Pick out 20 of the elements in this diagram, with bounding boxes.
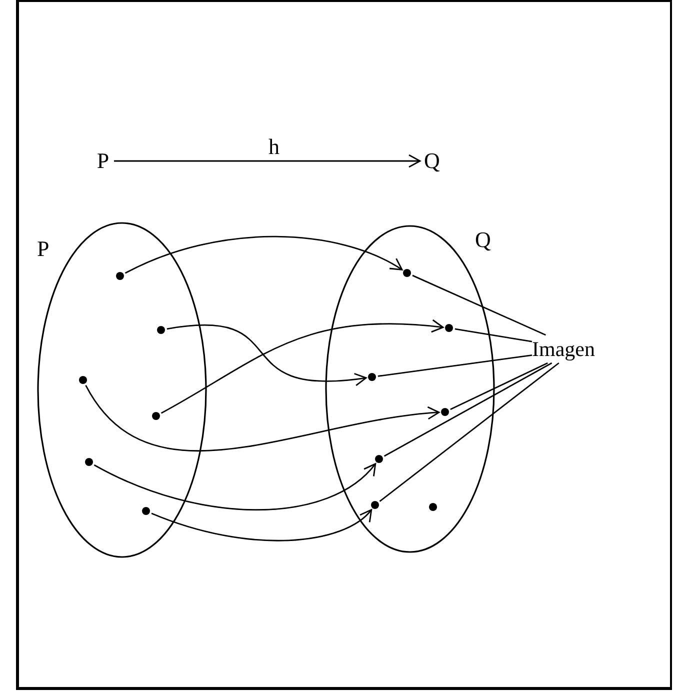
mapping-arrow bbox=[124, 236, 403, 274]
image-label: Imagen bbox=[532, 335, 622, 363]
mapping-arrow bbox=[114, 154, 421, 168]
mapping-arrow bbox=[94, 463, 376, 511]
set-name: P bbox=[92, 148, 114, 174]
connector-line bbox=[384, 362, 552, 457]
mapping-arrow bbox=[166, 324, 367, 386]
set-label: Q bbox=[475, 229, 491, 251]
mapping-arrow bbox=[151, 509, 372, 542]
set-ellipse bbox=[37, 222, 207, 558]
set-name: Q bbox=[420, 148, 444, 174]
mapping-arrow bbox=[85, 384, 440, 452]
connector-line bbox=[454, 328, 532, 342]
set-label: P bbox=[37, 238, 50, 260]
set-ellipse bbox=[325, 225, 495, 553]
connector-line bbox=[412, 274, 546, 336]
connector-line bbox=[379, 362, 560, 502]
connector-line bbox=[450, 362, 548, 410]
mapping-arrow bbox=[160, 320, 444, 414]
connector-line bbox=[378, 354, 532, 377]
